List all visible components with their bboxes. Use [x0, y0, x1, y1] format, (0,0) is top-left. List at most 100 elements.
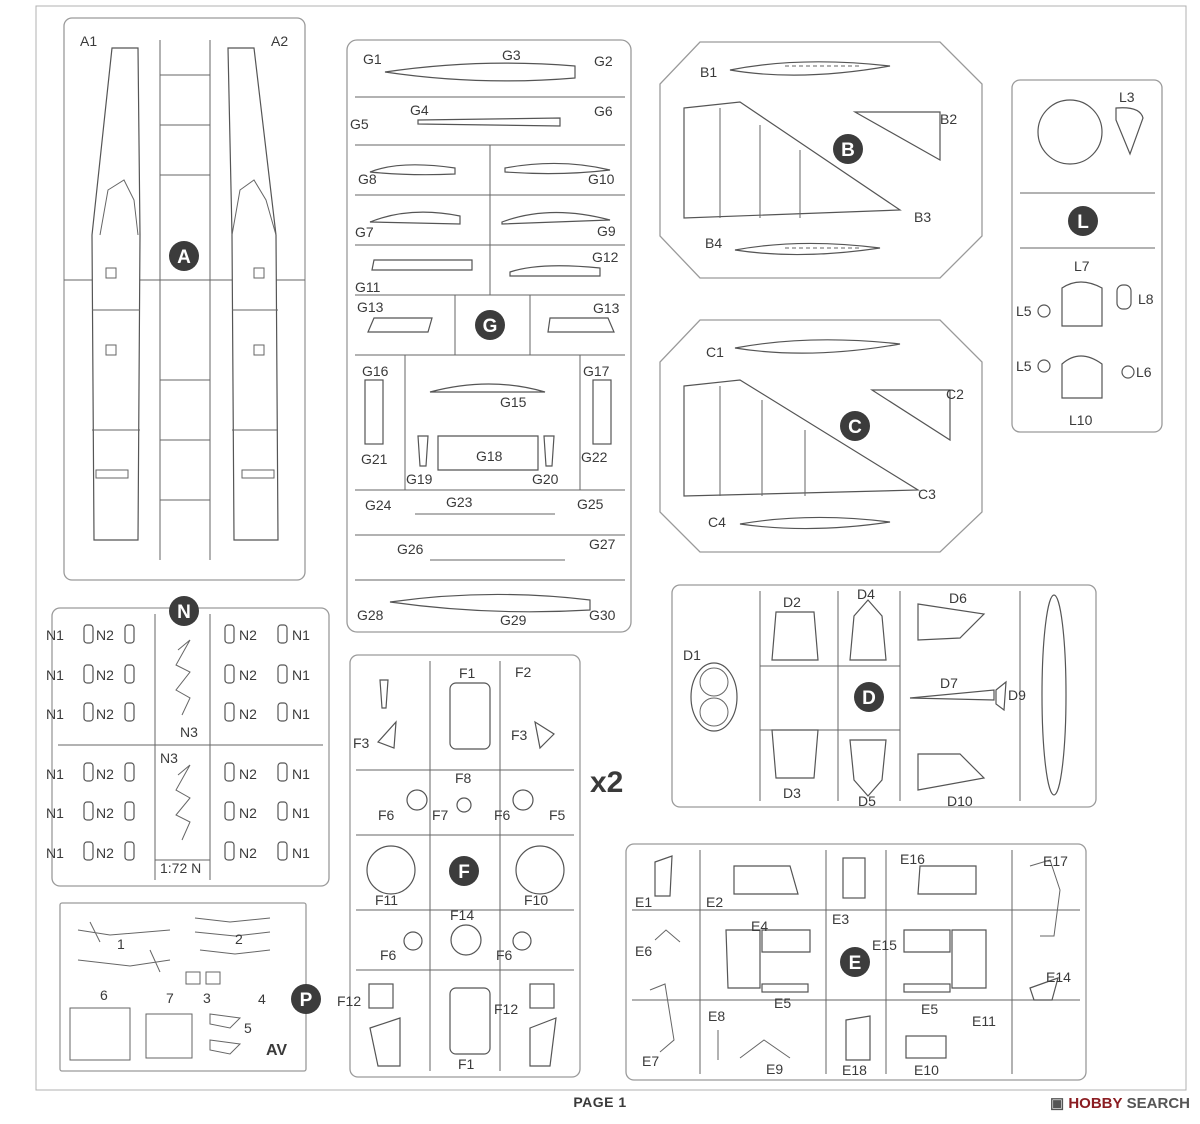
- n-parts-left: [83, 624, 135, 861]
- part-label: N2: [96, 766, 114, 782]
- part-label: C3: [918, 486, 936, 502]
- part-label: L6: [1136, 364, 1152, 380]
- part-label: D1: [683, 647, 701, 663]
- part-label: N2: [239, 627, 257, 643]
- sprue-a: A1 A2 A: [63, 17, 306, 581]
- part-label: E1: [635, 894, 652, 910]
- part-label: G11: [355, 279, 381, 295]
- part-label: G4: [410, 102, 429, 118]
- part-label: N1: [46, 706, 64, 722]
- part-label: G13: [593, 300, 620, 316]
- part-label: N1: [292, 845, 310, 861]
- part-label: E6: [635, 943, 652, 959]
- part-label: D3: [783, 785, 801, 801]
- part-label: G16: [362, 363, 389, 379]
- part-label: F6: [378, 807, 395, 823]
- part-label: F12: [494, 1001, 518, 1017]
- page-label: PAGE 1: [573, 1094, 627, 1110]
- part-label: D10: [947, 793, 973, 809]
- sprue-f: F1 F2 F3 F3 F5 F6 F6 F6 F6 F7 F8 F10 F11…: [337, 654, 581, 1078]
- part-label: 4: [258, 991, 266, 1007]
- part-label: L10: [1069, 412, 1093, 428]
- watermark-brand: HOBBY: [1068, 1095, 1123, 1112]
- svg-text:E: E: [849, 953, 862, 974]
- part-a2: [227, 47, 279, 541]
- part-label: G2: [594, 53, 613, 69]
- part-label: L3: [1119, 89, 1135, 105]
- part-label: C1: [706, 344, 724, 360]
- part-label: E5: [774, 995, 791, 1011]
- part-label: G26: [397, 541, 424, 557]
- part-label: G3: [502, 47, 521, 63]
- part-label: G18: [476, 448, 503, 464]
- sprue-l-badge: L: [1068, 206, 1098, 236]
- part-label: E10: [914, 1062, 939, 1078]
- part-label: G6: [594, 103, 613, 119]
- part-label: N1: [292, 706, 310, 722]
- part-label: G5: [350, 116, 369, 132]
- part-label: B3: [914, 209, 931, 225]
- part-label: G1: [363, 51, 382, 67]
- watermark: ▣ HOBBY SEARCH: [1050, 1094, 1190, 1112]
- part-label: 5: [244, 1020, 252, 1036]
- part-label: N1: [46, 667, 64, 683]
- part-label: N2: [96, 667, 114, 683]
- maker-logo: AV: [266, 1042, 287, 1059]
- part-label: E11: [972, 1013, 996, 1029]
- label-a2: A2: [271, 33, 288, 49]
- part-label: E16: [900, 851, 925, 867]
- sprue-f-badge: F: [449, 856, 479, 886]
- sprue-g-labels: G1 G2 G3 G4 G5 G6 G7 G8 G9 G10 G11 G12 G…: [350, 47, 620, 628]
- part-label: N1: [292, 766, 310, 782]
- sprue-b-badge: B: [833, 134, 863, 164]
- part-label: G28: [357, 607, 384, 623]
- part-label: N2: [96, 706, 114, 722]
- part-label: 1: [117, 936, 125, 952]
- part-label: E4: [751, 918, 768, 934]
- svg-text:P: P: [300, 990, 313, 1011]
- svg-text:G: G: [483, 316, 498, 337]
- part-label: N3: [160, 750, 178, 766]
- part-label: G13: [357, 299, 384, 315]
- watermark-suffix: SEARCH: [1126, 1095, 1190, 1112]
- part-label: F8: [455, 770, 472, 786]
- part-label: G12: [592, 249, 619, 265]
- sprue-a-badge: A: [169, 241, 199, 271]
- part-label: N1: [292, 627, 310, 643]
- part-label: F6: [380, 947, 397, 963]
- part-label: 2: [235, 931, 243, 947]
- photo-etch-p-badge: P: [291, 984, 321, 1014]
- part-label: E15: [872, 937, 897, 953]
- part-label: E17: [1043, 853, 1068, 869]
- label-a1: A1: [80, 33, 97, 49]
- part-label: D2: [783, 594, 801, 610]
- part-label: L5: [1016, 358, 1032, 374]
- part-label: N1: [46, 627, 64, 643]
- part-label: G29: [500, 612, 527, 628]
- part-label: L7: [1074, 258, 1090, 274]
- part-label: F6: [496, 947, 513, 963]
- part-label: F14: [450, 907, 474, 923]
- part-label: F3: [353, 735, 370, 751]
- part-label: E2: [706, 894, 723, 910]
- part-label: F1: [458, 1056, 475, 1072]
- part-label: D9: [1008, 687, 1026, 703]
- part-label: D5: [858, 793, 876, 809]
- sprue-l: L3 L5 L5 L6 L7 L8 L10 L: [1011, 79, 1163, 433]
- quantity-multiplier: x2: [590, 766, 623, 799]
- part-label: N2: [239, 706, 257, 722]
- part-label: 7: [166, 990, 174, 1006]
- scale-label: 1:72 N: [160, 860, 201, 876]
- part-label: G17: [583, 363, 610, 379]
- part-label: G15: [500, 394, 527, 410]
- photo-etch-p: 1 2 3 4 5 6 7 AV P: [59, 902, 321, 1072]
- part-label: B4: [705, 235, 722, 251]
- part-label: 3: [203, 990, 211, 1006]
- part-label: N2: [96, 805, 114, 821]
- part-a1: [91, 47, 141, 541]
- part-label: E7: [642, 1053, 659, 1069]
- part-label: F12: [337, 993, 361, 1009]
- part-label: E18: [842, 1062, 867, 1078]
- part-label: F10: [524, 892, 548, 908]
